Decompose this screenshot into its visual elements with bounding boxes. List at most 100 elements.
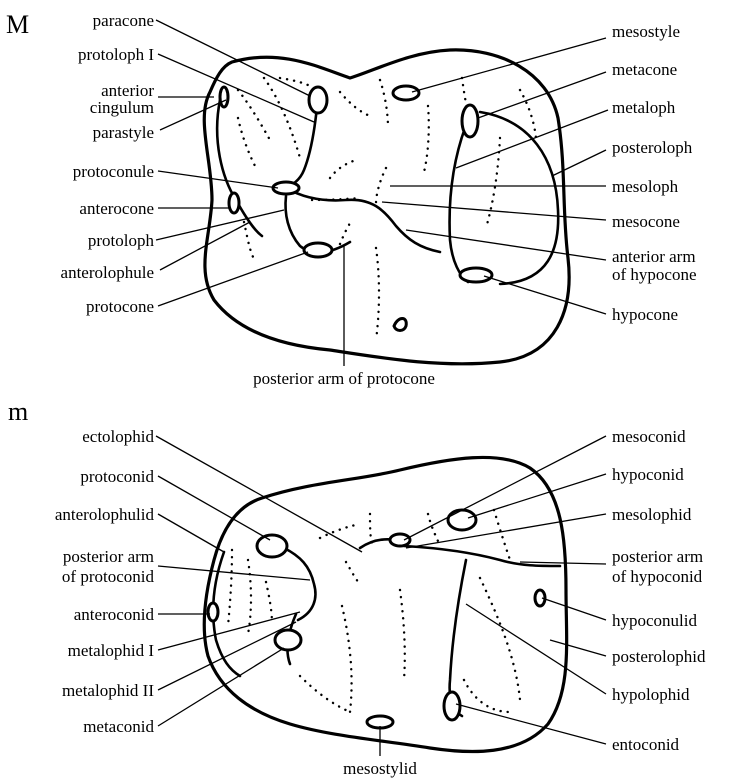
upper-pit	[394, 319, 406, 331]
leader-ectolophid	[156, 436, 362, 552]
lower-molar: m	[8, 397, 706, 778]
leader-hypolophid	[466, 604, 606, 694]
lower-dotted-line	[342, 606, 352, 712]
label-posterior-arm-of-hypoconid-line2: of hypoconid	[612, 567, 703, 586]
lower-dotted-line	[400, 590, 405, 680]
label-protoconid: protoconid	[80, 467, 154, 486]
label-anterior-cingulum-line2: cingulum	[90, 98, 154, 117]
leader-protoconid	[158, 476, 270, 540]
lower-molar-letter: m	[8, 397, 28, 426]
mesoconid-cusp	[390, 534, 410, 546]
leader-mesocone	[382, 202, 606, 220]
leader-posterolophid	[550, 640, 606, 656]
label-mesoloph: mesoloph	[612, 177, 679, 196]
lower-dotted-line	[494, 510, 510, 560]
leader-protoconule	[158, 171, 278, 188]
label-mesocone: mesocone	[612, 212, 680, 231]
lower-dotted-line	[266, 582, 272, 624]
label-anterior-arm-of-hypocone-line2: of hypocone	[612, 265, 697, 284]
lower-dotted-line	[370, 514, 372, 544]
anteroconid-cusp	[208, 603, 218, 621]
upper-molar: M	[6, 10, 697, 388]
upper-dotted-line	[238, 90, 270, 140]
label-protoconule: protoconule	[73, 162, 154, 181]
label-ectolophid: ectolophid	[82, 427, 154, 446]
label-metaconid: metaconid	[83, 717, 154, 736]
metaconid-cusp	[275, 630, 301, 650]
upper-dotted-line	[238, 118, 256, 168]
leader-anterolophulid	[158, 514, 224, 552]
protocone-cusp	[304, 243, 332, 257]
upper-posteroloph-ridge	[480, 112, 558, 284]
lower-dotted-line	[300, 676, 350, 712]
mesostyle-cusp	[393, 86, 419, 100]
label-mesolophid: mesolophid	[612, 505, 692, 524]
upper-dotted-line	[264, 78, 300, 158]
upper-dotted-line	[376, 168, 386, 204]
leader-posterior-arm-of-hypoconid	[520, 562, 606, 564]
label-protoloph-i: protoloph I	[78, 45, 154, 64]
upper-dotted-line	[340, 220, 352, 244]
label-metalophid-i: metalophid I	[68, 641, 155, 660]
parastyle-cusp	[220, 87, 228, 107]
label-hypoconid: hypoconid	[612, 465, 684, 484]
upper-metaloph-ridge	[450, 120, 468, 282]
leader-hypocone	[484, 276, 606, 314]
lower-dotted-line	[346, 562, 360, 584]
label-metaloph: metaloph	[612, 98, 676, 117]
label-posterior-arm-of-protoconid-line1: posterior arm	[63, 547, 154, 566]
leader-protoloph-i	[158, 54, 314, 122]
label-anterocone: anterocone	[79, 199, 154, 218]
lower-molar-outline	[204, 457, 566, 751]
hypocone-cusp	[460, 268, 492, 282]
label-hypocone: hypocone	[612, 305, 678, 324]
leader-hypoconulid	[542, 598, 606, 620]
protoconid-cusp	[257, 535, 287, 557]
label-metalophid-ii: metalophid II	[62, 681, 154, 700]
leader-mesolophid	[406, 514, 606, 548]
upper-dotted-line	[462, 78, 468, 110]
lower-dotted-line	[228, 550, 232, 626]
label-posterior-arm-of-protocone: posterior arm of protocone	[253, 369, 435, 388]
leader-anterior-arm-of-hypocone	[406, 230, 606, 260]
upper-dotted-line	[330, 160, 356, 178]
leader-protocone	[158, 252, 308, 306]
label-posterior-arm-of-protoconid-line2: of protoconid	[62, 567, 155, 586]
lower-dotted-line	[428, 514, 440, 546]
entoconid-cusp	[444, 692, 460, 720]
metacone-cusp	[462, 105, 478, 137]
label-entoconid: entoconid	[612, 735, 680, 754]
lower-protoconid-arm	[284, 548, 315, 620]
leader-mesoconid	[404, 436, 606, 540]
leader-posterior-arm-of-protoconid	[158, 566, 310, 580]
lower-dotted-line	[480, 578, 520, 700]
label-anterior-arm-of-hypocone-line1: anterior arm	[612, 247, 696, 266]
paracone-cusp	[309, 87, 327, 113]
upper-dotted-line	[424, 106, 429, 172]
upper-dotted-line	[380, 80, 388, 128]
label-hypoconulid: hypoconulid	[612, 611, 697, 630]
upper-dotted-line	[340, 92, 370, 116]
upper-molar-letter: M	[6, 10, 29, 39]
upper-dotted-line	[376, 248, 379, 340]
upper-dotted-line	[280, 78, 310, 86]
leader-posteroloph	[552, 150, 606, 176]
label-anterolophule: anterolophule	[61, 263, 154, 282]
label-protoloph: protoloph	[88, 231, 155, 250]
lower-dotted-line	[248, 560, 251, 634]
label-metacone: metacone	[612, 60, 677, 79]
upper-central-ridge	[286, 188, 440, 252]
leader-metacone	[478, 72, 606, 118]
label-posteroloph: posteroloph	[612, 138, 693, 157]
hypoconid-cusp	[448, 510, 476, 530]
label-mesoconid: mesoconid	[612, 427, 686, 446]
upper-inner-buccal-wall	[217, 100, 262, 236]
label-hypolophid: hypolophid	[612, 685, 690, 704]
leader-mesostyle	[412, 38, 606, 92]
label-posterolophid: posterolophid	[612, 647, 706, 666]
label-mesostylid: mesostylid	[343, 759, 417, 778]
label-paracone: paracone	[93, 11, 154, 30]
upper-molar-outline	[204, 50, 569, 364]
lower-dotted-line	[464, 680, 510, 712]
